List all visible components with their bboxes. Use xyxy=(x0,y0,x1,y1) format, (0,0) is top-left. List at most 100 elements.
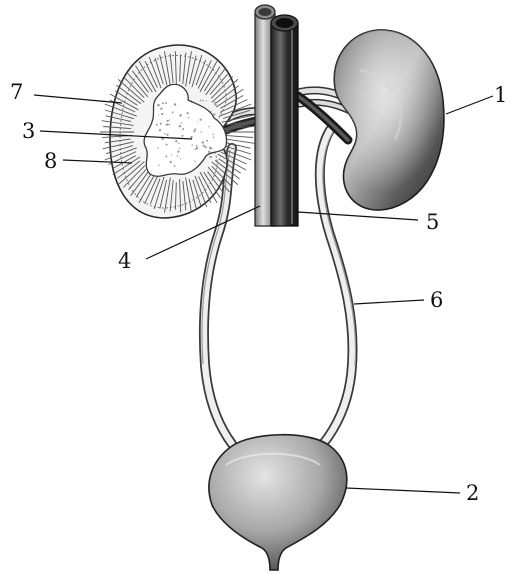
pelvis-speckle xyxy=(195,144,198,147)
medulla-striation xyxy=(104,103,137,117)
medulla-striation xyxy=(220,151,247,165)
callout-labels: 1 2 3 4 5 6 7 8 xyxy=(10,80,507,505)
medulla-striation xyxy=(164,177,171,213)
pelvis-speckle xyxy=(160,107,163,110)
pelvis-speckle xyxy=(210,110,212,112)
pelvis-speckle xyxy=(155,123,158,126)
pelvis-speckle xyxy=(177,150,180,153)
pelvis-speckle xyxy=(193,130,196,133)
medulla-striation xyxy=(211,79,239,103)
medulla-striation xyxy=(211,161,239,185)
medulla-striation xyxy=(199,171,218,204)
medulla-striation xyxy=(130,168,151,196)
medulla-striation xyxy=(192,179,202,207)
medulla-striation xyxy=(203,66,221,92)
medulla-striation xyxy=(214,160,240,180)
label-6: 6 xyxy=(430,288,443,312)
medulla-striation xyxy=(219,99,248,113)
label-5: 5 xyxy=(426,210,439,234)
medulla-striation xyxy=(138,171,157,204)
ureter-right xyxy=(314,125,358,449)
label-8: 8 xyxy=(44,149,57,173)
leader-8 xyxy=(62,159,133,164)
pelvis-speckle xyxy=(165,123,169,126)
medulla-striation xyxy=(224,142,251,149)
pelvis-speckle xyxy=(214,103,217,106)
pelvis-speckle xyxy=(178,147,181,150)
medulla-striation xyxy=(219,103,252,117)
pelvis-speckle xyxy=(208,150,211,153)
medulla-striation xyxy=(148,56,162,89)
medulla-striation xyxy=(117,160,141,179)
medulla-striation xyxy=(102,141,135,150)
pelvis-speckle xyxy=(165,155,168,158)
pelvis-speckle xyxy=(194,128,197,131)
leader-4 xyxy=(145,205,261,260)
leader-2 xyxy=(345,487,461,494)
pelvis-speckle xyxy=(161,112,164,116)
pelvis-speckle xyxy=(212,136,215,139)
pelvis-speckle xyxy=(187,116,190,119)
medulla-striation xyxy=(195,59,207,86)
pelvis-speckle xyxy=(157,114,160,116)
pelvis-speckle xyxy=(179,158,181,160)
pelvis-speckle xyxy=(157,147,159,149)
medulla-striation xyxy=(182,52,187,85)
leader-3 xyxy=(39,130,193,140)
pelvis-speckle xyxy=(199,118,202,121)
medulla-striation xyxy=(188,178,197,210)
medulla-striation xyxy=(223,125,254,130)
medulla-striation xyxy=(194,175,208,208)
medulla-striation xyxy=(104,138,131,144)
medulla-striation xyxy=(149,178,161,205)
medulla-striation xyxy=(117,161,145,185)
medulla-striation xyxy=(210,76,234,99)
medulla-striation xyxy=(207,166,230,193)
leader-6 xyxy=(353,299,425,305)
medulla-striation xyxy=(114,90,138,106)
pelvis-speckle xyxy=(195,147,199,150)
pelvis-speckle xyxy=(171,111,174,114)
medulla-striation xyxy=(135,65,153,93)
medulla-striation xyxy=(101,120,134,126)
medulla-striation xyxy=(138,60,157,93)
pelvis-speckle xyxy=(168,123,171,126)
pelvis-speckle xyxy=(175,140,178,143)
medulla-striation xyxy=(191,54,203,88)
kidney-external xyxy=(333,29,445,211)
medulla-striation xyxy=(174,182,177,210)
label-4: 4 xyxy=(118,249,131,273)
pelvis-speckle xyxy=(212,133,214,136)
medulla-striation xyxy=(104,147,137,161)
medulla-striation xyxy=(199,60,218,93)
pelvis-speckle xyxy=(182,128,185,131)
medulla-striation xyxy=(222,144,252,155)
medulla-striation xyxy=(109,93,139,111)
medulla-striation xyxy=(105,115,132,122)
medulla-striation xyxy=(116,84,142,104)
medulla-striation xyxy=(185,51,192,87)
medulla-striation xyxy=(185,177,192,213)
medulla-striation xyxy=(104,109,134,120)
pelvis-speckle xyxy=(181,134,184,137)
medulla-striation xyxy=(112,156,141,176)
medulla-striation xyxy=(211,165,233,188)
medulla-striation xyxy=(132,70,149,93)
medulla-striation xyxy=(128,169,147,190)
leader-7 xyxy=(33,94,123,104)
medulla-striation xyxy=(122,165,146,188)
pelvis-speckle xyxy=(186,112,189,115)
pelvis-speckle xyxy=(165,102,167,104)
medulla-striation xyxy=(144,175,159,204)
medulla-striation xyxy=(215,88,244,108)
medulla-striation xyxy=(179,54,182,82)
medulla-striation xyxy=(179,179,182,213)
pelvis-speckle xyxy=(190,136,193,139)
pelvis-speckle xyxy=(194,160,196,163)
pelvis-speckle xyxy=(180,122,182,124)
pelvis-speckle xyxy=(179,114,182,117)
medulla-striation xyxy=(164,51,171,87)
medulla-striation xyxy=(197,60,212,89)
inferior-vena-cava xyxy=(270,14,299,227)
